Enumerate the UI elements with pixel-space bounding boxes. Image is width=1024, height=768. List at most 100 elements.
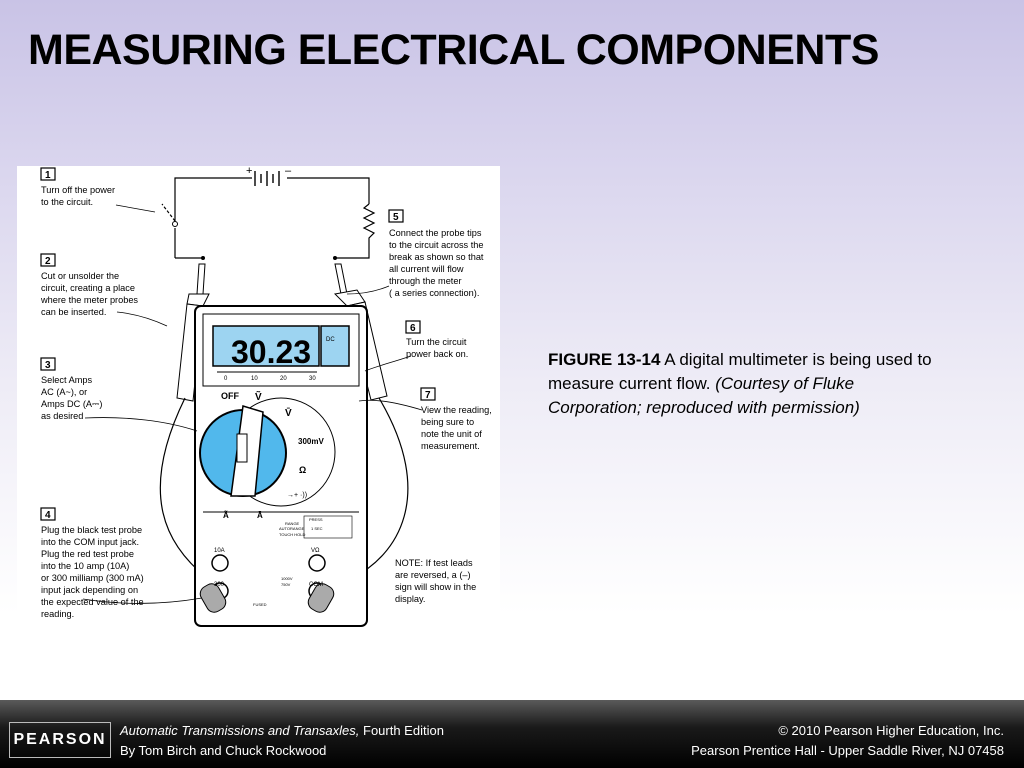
note-text-line: sign will show in the [395,582,476,592]
footer-copyright: © 2010 Pearson Higher Education, Inc. [778,723,1004,738]
sec-label: 1 SEC [311,526,323,531]
step-1-text-line: to the circuit. [41,197,93,207]
multimeter-body [194,305,368,627]
meter-reading: 30.23 [231,334,311,370]
caption-credit: (Courtesy of Fluke Corporation; reproduc… [548,374,860,417]
footer-bar: PEARSON Automatic Transmissions and Tran… [0,700,1024,768]
step-3-text-line: AC (A~), or [41,387,87,397]
step-3-text-line: Select Amps [41,375,92,385]
dial-adc-label: Ā [257,511,263,520]
step-4-box [40,507,56,521]
scale-tick: 30 [309,376,316,382]
step-6-number: 6 [410,323,416,334]
footer-edition: Fourth Edition [359,723,444,738]
press-label: PRESS [309,517,323,522]
step-3-text-line: Amps DC (A⎓) [41,399,102,409]
step-4-text-line: the expected value of the [41,597,144,607]
dial-diode-label: →+ ·)) [287,492,307,499]
dial-off-label: OFF [221,391,239,401]
multimeter-diagram: + – [40,166,492,627]
footer-book-title: Automatic Transmissions and Transaxles, [120,723,360,738]
figure-caption: FIGURE 13-14 A digital multimeter is bei… [548,348,948,420]
jack-vo-label: VΩ [311,548,320,554]
step-7-box [420,387,436,401]
step-4-text-line: reading. [41,609,74,619]
step-3-box [40,357,56,371]
touchhold-label: TOUCH HOLD [279,532,305,537]
step-7-text-line: measurement. [421,441,480,451]
step-5-text-line: Connect the probe tips [389,228,482,238]
warning-1000v: 1000V [281,576,293,581]
dial-vac-label: Ṽ [255,390,262,403]
step-4-text-line: Plug the red test probe [41,549,134,559]
step-5-text-line: ( a series connection). [389,288,479,298]
scale-tick: 10 [251,376,258,382]
step-4-number: 4 [45,510,51,521]
dial-vdc-label: V̄ [285,407,292,419]
step-4-text-line: Plug the black test probe [41,525,142,535]
step-2-text-line: where the meter probes [40,295,138,305]
jack-10a[interactable] [211,554,229,572]
step-7-text-line: View the reading, [421,405,492,415]
step-6-text-line: power back on. [406,349,468,359]
step-7-text-line: being sure to [421,417,474,427]
step-2-text-line: Cut or unsolder the [41,271,119,281]
footer-publisher-info: © 2010 Pearson Higher Education, Inc. Pe… [691,721,1004,761]
step-1-number: 1 [45,170,51,181]
pearson-logo: PEARSON [9,722,111,758]
multimeter-figure: + – [17,166,500,630]
step-5-number: 5 [393,212,399,223]
step-5-text-line: to the circuit across the [389,240,483,250]
dial-aac-label: Ã [223,511,229,520]
jack-300-label: 300 [214,582,225,588]
step-5-text-line: all current will flow [389,264,464,274]
footer-authors: By Tom Birch and Chuck Rockwood [120,743,327,758]
step-3-text-line: as desired [41,411,83,421]
footer-book-info: Automatic Transmissions and Transaxles, … [120,721,444,761]
step-2-text-line: can be inserted. [41,307,106,317]
meter-dc-indicator: DC [326,337,335,343]
slide-title: MEASURING ELECTRICAL COMPONENTS [28,26,879,74]
step-2-box [40,253,56,267]
resistor-symbol [335,203,376,259]
footer-publisher: Pearson Prentice Hall - Upper Saddle Riv… [691,743,1004,758]
step-6-box [405,320,421,334]
battery-symbol [254,171,280,186]
caption-text: A digital multimeter is being used to me… [548,350,932,393]
note-text-line: NOTE: If test leads [395,558,473,568]
step-4-text-line: or 300 milliamp (300 mA) [41,573,144,583]
battery-minus: – [285,166,292,177]
switch-symbol [161,203,176,222]
dial-mv-label: 300mV [298,437,324,446]
circuit-wire [174,177,252,221]
autorange-label: AUTORANGE [279,526,305,531]
fused-label: FUSED [253,602,267,607]
step-2-text-line: circuit, creating a place [41,283,135,293]
jack-com-label: COM [309,582,323,588]
circuit-wire [287,177,370,204]
dial-ohm-label: Ω [299,465,306,475]
battery-plus: + [246,166,252,177]
jack-vohm[interactable] [308,554,326,572]
step-2-number: 2 [45,256,51,267]
note-text-line: display. [395,594,425,604]
scale-tick: 0 [224,376,228,382]
step-3-number: 3 [45,360,51,371]
step-6-text-line: Turn the circuit [406,337,467,347]
step-7-text-line: note the unit of [421,429,482,439]
step-1-box [40,167,56,181]
step-5-text-line: break as shown so that [389,252,484,262]
step-4-text-line: into the 10 amp (10A) [41,561,129,571]
jack-10a-label: 10A [214,548,225,554]
caption-label: FIGURE 13-14 [548,350,661,369]
range-label: RANGE [285,521,300,526]
step-5-box [388,209,404,223]
lcd-display [212,325,320,367]
step-4-text-line: input jack depending on [41,585,138,595]
step-1-text-line: Turn off the power [41,185,115,195]
note-text-line: are reversed, a (–) [395,570,471,580]
scale-tick: 20 [280,376,287,382]
step-5-text-line: through the meter [389,276,462,286]
step-4-text-line: into the COM input jack. [41,537,139,547]
step-7-number: 7 [425,390,431,401]
